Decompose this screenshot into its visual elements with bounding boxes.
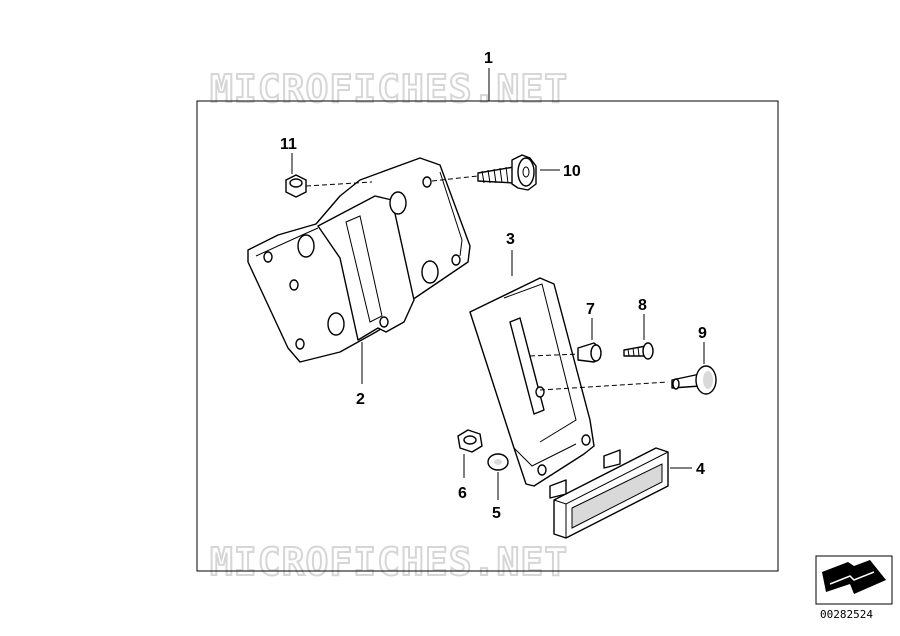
part-10-screw[interactable] [477,154,537,191]
axis-3a [529,353,581,357]
watermark-bottom: MICROFICHES.NET [210,540,568,584]
part-5-washer[interactable] [487,453,509,471]
part-7-sleeve-nut[interactable] [577,342,602,363]
part-3-bracket[interactable] [469,277,595,487]
callout-9[interactable]: 9 [698,325,707,342]
axis-11 [305,181,373,187]
document-number: 00282524 [820,608,873,621]
arrow-icon [822,560,886,594]
callout-7[interactable]: 7 [586,301,595,318]
callout-2[interactable]: 2 [356,391,365,408]
part-8-small-screw[interactable] [623,342,654,360]
callout-4[interactable]: 4 [696,461,705,478]
callout-5[interactable]: 5 [492,505,501,522]
callout-6[interactable]: 6 [458,485,467,502]
assembly-frame [196,100,779,572]
callout-3[interactable]: 3 [506,231,515,248]
watermark-top: MICROFICHES.NET [210,67,568,111]
axis-3b [539,381,669,391]
part-2-mounting-plate[interactable] [247,157,471,363]
callout-1[interactable]: 1 [484,50,493,67]
navigation-symbol[interactable] [815,555,893,605]
callout-10[interactable]: 10 [563,163,581,180]
part-11-nut[interactable] [285,174,307,198]
part-4-reflector[interactable] [549,447,669,539]
callout-11[interactable]: 11 [280,136,297,153]
callout-8[interactable]: 8 [638,297,647,314]
part-9-knob[interactable] [671,365,717,395]
part-6-nut[interactable] [457,429,483,453]
